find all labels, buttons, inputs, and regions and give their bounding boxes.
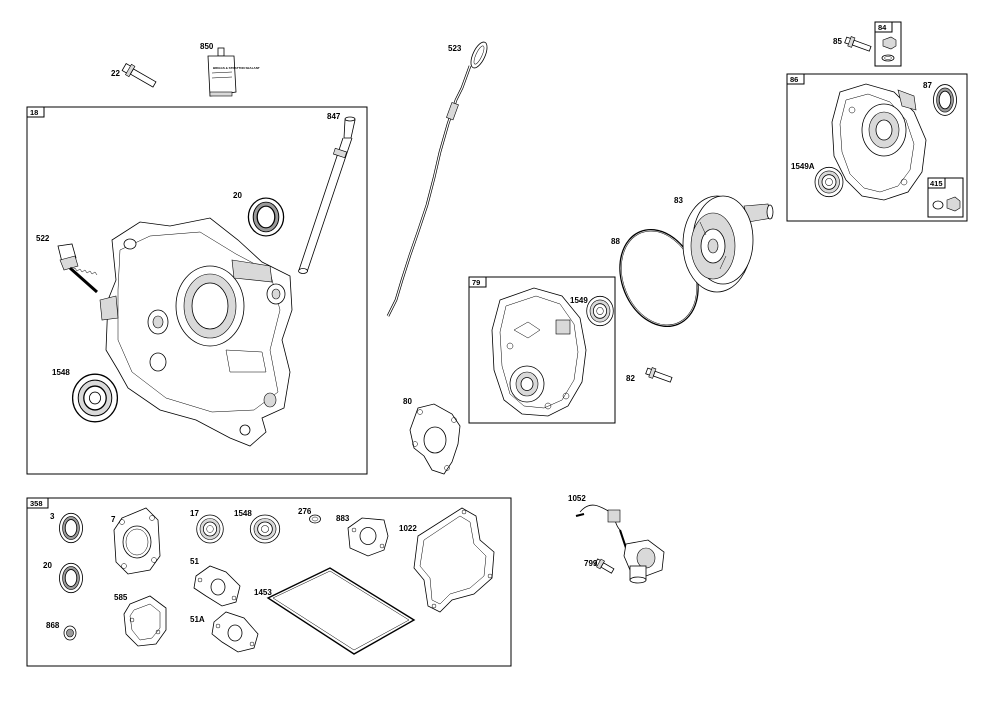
part-585-gasket: 585: [114, 593, 167, 647]
part-883-gasket: 883: [336, 514, 389, 557]
part-799-bolt: 799: [584, 558, 615, 574]
part-522-sensor: 522: [36, 234, 98, 294]
label-276: 276: [298, 507, 312, 516]
group-label-79: 79: [472, 278, 480, 287]
label-585: 585: [114, 593, 128, 602]
part-1052-solenoid: 1052: [568, 494, 665, 584]
label-1022: 1022: [399, 524, 417, 533]
label-3: 3: [50, 512, 55, 521]
part-1548-bearing-kit: 1548: [234, 509, 281, 544]
label-868: 868: [46, 621, 60, 630]
part-3-seal: 3: [50, 512, 83, 544]
part-847-tube: 847: [298, 112, 356, 274]
group-frame-84: 84: [874, 21, 902, 67]
crankcase: [99, 217, 293, 447]
group-frame-18: 18: [26, 106, 368, 475]
label-51A: 51A: [190, 615, 205, 624]
part-1548-bearing: 1548: [52, 368, 119, 423]
part-523-dipstick: 523: [386, 41, 488, 317]
group-frame-86: 86: [786, 73, 968, 222]
label-51: 51: [190, 557, 199, 566]
label-87: 87: [923, 81, 932, 90]
group-frame-415: 415: [927, 177, 964, 218]
group-label-358: 358: [30, 499, 43, 508]
label-1052: 1052: [568, 494, 586, 503]
label-1548a: 1548: [52, 368, 70, 377]
part-86-housing: [831, 83, 927, 201]
part-80-gasket: 80: [403, 397, 461, 475]
label-522: 522: [36, 234, 50, 243]
part-22-bolt: 22: [111, 62, 157, 88]
group-frame-358: 358: [26, 497, 512, 667]
label-850: 850: [200, 42, 214, 51]
part-1549-bearing: 1549: [570, 295, 614, 327]
part-20-seal: 20: [233, 191, 285, 237]
label-82: 82: [626, 374, 635, 383]
part-51-gasket: 51: [190, 557, 241, 607]
part-415-plug: [932, 196, 961, 212]
part-20-seal-kit: 20: [43, 561, 83, 594]
part-84-plug: [881, 36, 897, 62]
group-label-18: 18: [30, 108, 38, 117]
label-1549: 1549: [570, 296, 588, 305]
part-868-seal: 868: [46, 621, 77, 641]
part-276-washer: 276: [298, 507, 321, 524]
part-1453-gasket: 1453: [254, 567, 416, 655]
label-22: 22: [111, 69, 120, 78]
label-1548b: 1548: [234, 509, 252, 518]
part-82-bolt: 82: [626, 367, 673, 383]
label-523: 523: [448, 44, 462, 53]
label-883: 883: [336, 514, 350, 523]
part-17-bearing: 17: [190, 509, 224, 544]
group-label-415: 415: [930, 179, 943, 188]
label-799: 799: [584, 559, 598, 568]
part-850-sealant-tube: BRIGGS & STRATTON SEALANT 850: [200, 42, 260, 97]
label-20b: 20: [43, 561, 52, 570]
label-847: 847: [327, 112, 341, 121]
group-label-86: 86: [790, 75, 798, 84]
part-7-head-gasket: 7: [111, 507, 161, 575]
part-87-seal: 87: [923, 81, 957, 116]
group-label-84: 84: [878, 23, 887, 32]
label-80: 80: [403, 397, 412, 406]
label-1549A: 1549A: [791, 162, 815, 171]
label-85: 85: [833, 37, 842, 46]
label-1453: 1453: [254, 588, 272, 597]
part-85-bolt: 85: [833, 36, 872, 52]
part-83-rotor: 83: [674, 195, 774, 293]
label-20a: 20: [233, 191, 242, 200]
label-88: 88: [611, 237, 620, 246]
part-1022-gasket: 1022: [399, 507, 495, 613]
label-17: 17: [190, 509, 199, 518]
label-83: 83: [674, 196, 683, 205]
part-1549A-bearing: 1549A: [791, 162, 844, 198]
part-51A-gasket: 51A: [190, 611, 259, 653]
group-frame-79: 79: [468, 276, 616, 424]
label-7: 7: [111, 515, 116, 524]
tube-text: BRIGGS & STRATTON SEALANT: [213, 66, 260, 70]
part-79-cover: [491, 287, 587, 417]
